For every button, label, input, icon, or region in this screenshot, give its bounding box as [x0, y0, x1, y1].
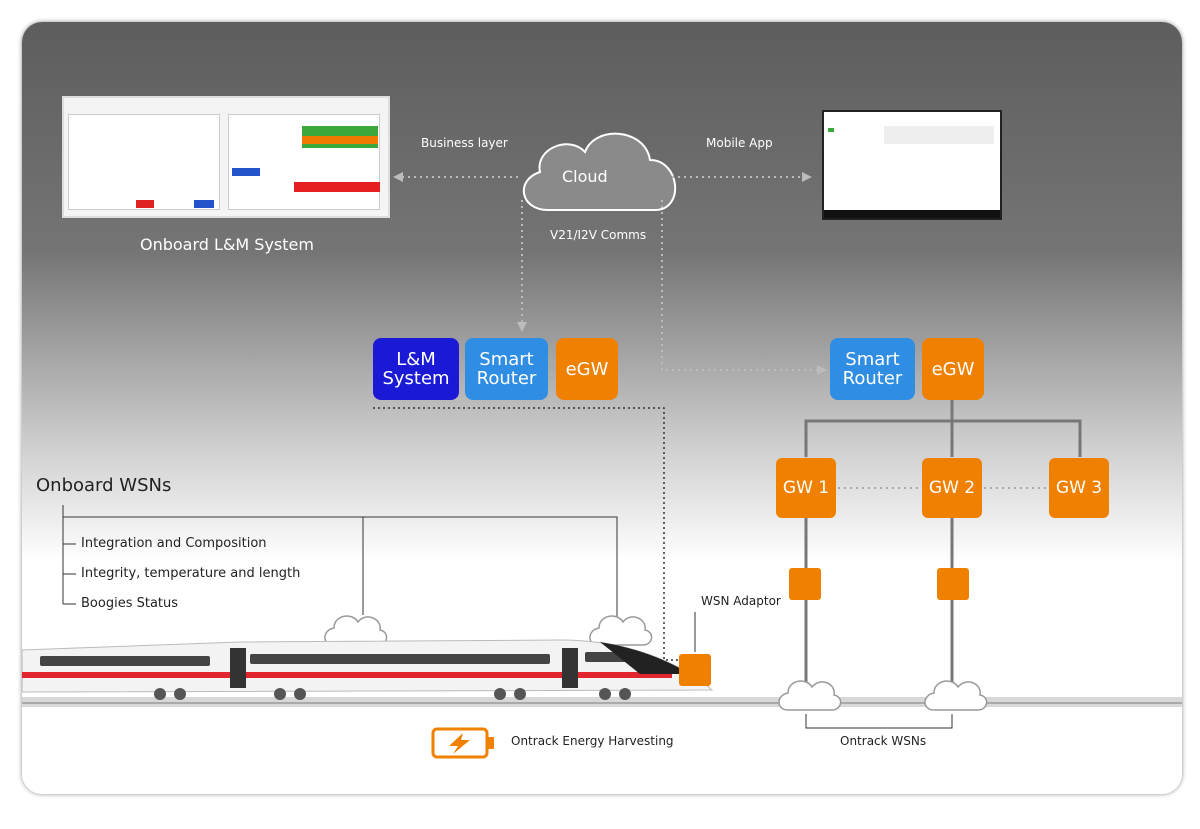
- battery-charging-icon: [431, 727, 494, 759]
- train-wsn-cloud-1: [324, 615, 388, 646]
- wsn-adaptor-node-train: [679, 654, 711, 686]
- ontrack-wsn-cloud-1: [778, 680, 842, 711]
- energy-harvesting-label: Ontrack Energy Harvesting: [511, 734, 674, 748]
- ontrack-wsns-label: Ontrack WSNs: [840, 734, 927, 748]
- wsn-adaptor-node-2: [937, 568, 969, 600]
- smart-router-node-onboard: Smart Router: [465, 338, 548, 400]
- train-illustration: [21, 639, 714, 700]
- wsn-item-1: Integration and Composition: [81, 536, 267, 551]
- wsn-adaptor-node-1: [789, 568, 821, 600]
- wsn-adaptor-label: WSN Adaptor: [701, 594, 781, 608]
- desktop-screenshot: [62, 96, 390, 218]
- lm-system-node: L&M System: [373, 338, 459, 400]
- ontrack-wsn-cloud-2: [924, 680, 988, 711]
- gw-3-node: GW 3: [1049, 458, 1109, 518]
- comms-label: V21/I2V Comms: [550, 228, 647, 242]
- wsn-item-3: Boogies Status: [81, 596, 179, 611]
- onboard-system-caption: Onboard L&M System: [140, 235, 314, 254]
- onboard-link: [373, 407, 680, 661]
- mobile-app-label: Mobile App: [706, 136, 773, 150]
- train-wsn-cloud-2: [589, 615, 653, 646]
- egw-node-trackside: eGW: [922, 338, 984, 400]
- cloud-icon: [522, 132, 677, 211]
- tablet-screenshot: [822, 110, 1002, 220]
- cloud-label: Cloud: [562, 167, 608, 186]
- egw-node-onboard: eGW: [556, 338, 618, 400]
- onboard-wsns-title: Onboard WSNs: [36, 475, 172, 496]
- gw-1-node: GW 1: [776, 458, 836, 518]
- arrow-trackside: [661, 200, 820, 371]
- gw-2-node: GW 2: [922, 458, 982, 518]
- smart-router-node-trackside: Smart Router: [830, 338, 915, 400]
- wsn-item-2: Integrity, temperature and length: [81, 566, 301, 581]
- business-layer-label: Business layer: [421, 136, 508, 150]
